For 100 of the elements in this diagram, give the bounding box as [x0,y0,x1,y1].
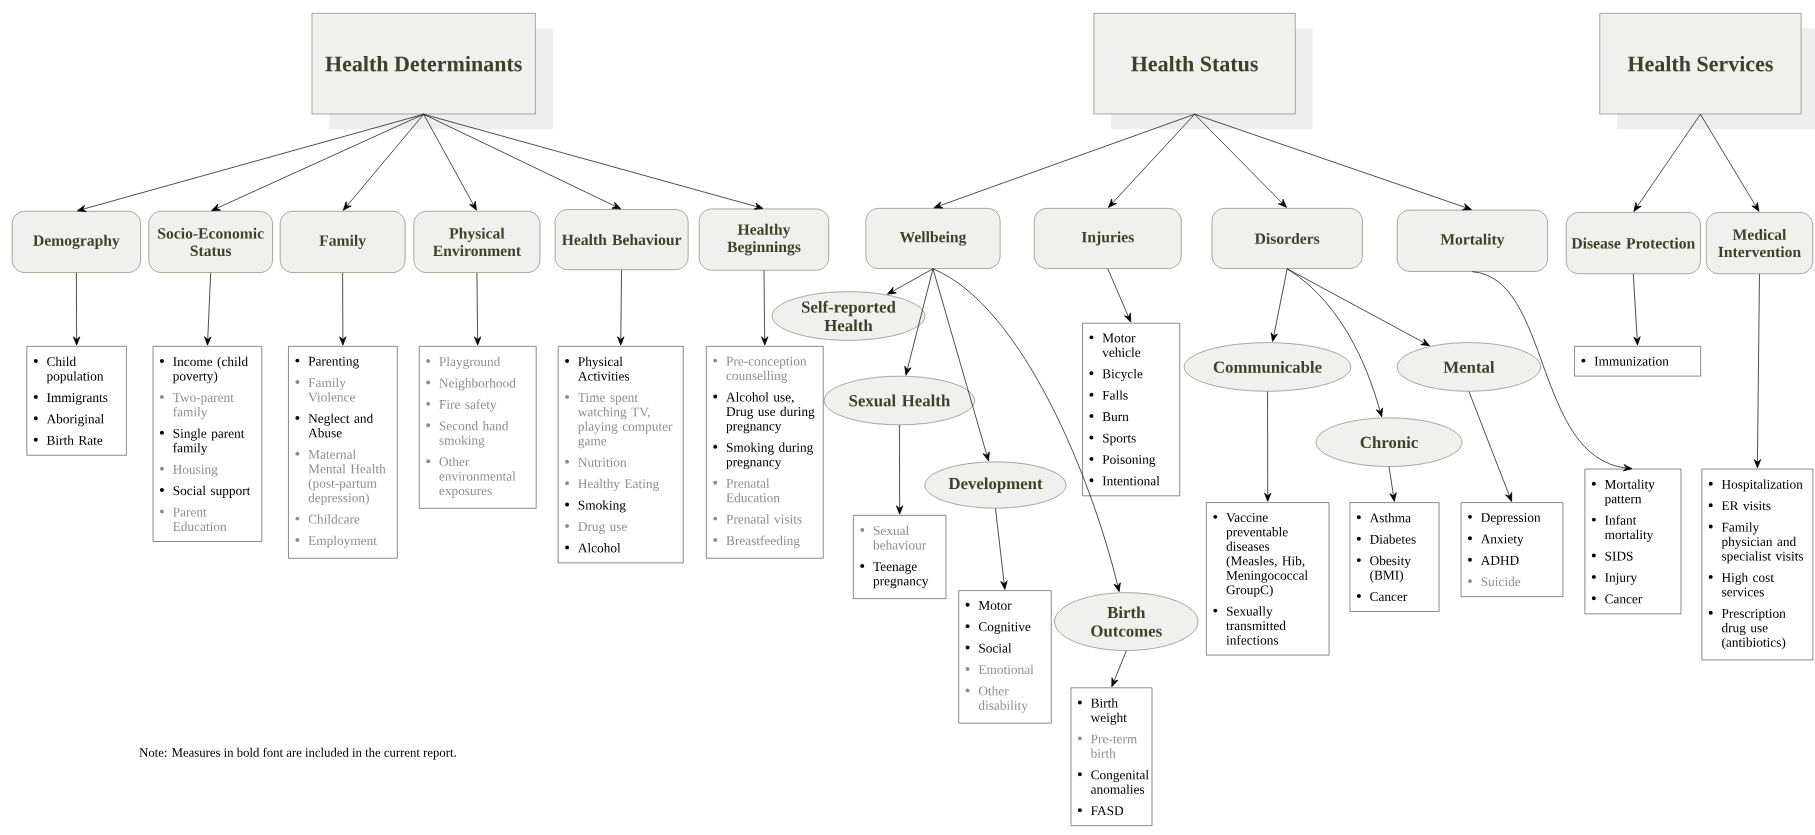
category-box: Physical Environment [413,211,541,274]
arrow [423,114,622,210]
arrow [1633,114,1701,212]
list-item: Childcare [295,514,360,524]
arrow [1111,650,1127,688]
arrow [76,114,424,213]
list-item: Neighborhood [426,378,516,391]
list-item: Breastfeeding [713,535,800,549]
list-box [1460,502,1564,598]
list-item: Healthy Eating [565,479,659,492]
arrow [932,268,1121,593]
list-item: Intentional [1089,476,1160,486]
list-item: Pre-term birth [1077,734,1137,759]
title-box: Health Status [1093,13,1313,130]
list-box [557,346,684,564]
category-box: Medical Intervention [1706,212,1813,275]
list-box [958,590,1052,724]
arrow [1632,273,1641,346]
list-item: Fire safety [426,399,497,412]
list-item: Employment [295,535,377,549]
arrow [1194,114,1287,208]
list-box [419,346,537,509]
arrow [211,114,424,212]
list-item: Emotional [965,664,1034,675]
category-box: Healthy Beginnings [698,208,830,271]
list-item: Cognitive [965,622,1031,635]
arrow [474,272,482,346]
arrow [423,114,477,211]
list-item: Sports [1089,433,1136,446]
arrow [933,114,1195,209]
list-box [1070,687,1153,827]
arrow [1388,466,1397,502]
list-item: Prescription drug use (antibiotics) [1708,609,1786,650]
list-item: Teenage pregnancy [860,562,929,589]
arrow [1108,114,1195,208]
list-box [853,515,947,600]
list-item: Cancer [1356,592,1408,602]
category-box: Socio-Economic Status [148,211,273,274]
title-box: Health Determinants [311,13,553,130]
list-item: Housing [159,465,218,477]
arrow [1286,268,1430,347]
category-box: Demography [11,211,141,274]
list-item: Other environmental exposures [426,457,516,499]
list-item: Physical Activities [565,356,630,381]
list-item: Drug use [565,522,627,534]
list-item: Other disability [965,686,1028,713]
list-box [26,346,127,456]
list-item: Smoking [565,500,626,513]
arrow [1753,273,1762,469]
list-box [1082,323,1180,497]
arrow [887,268,934,295]
arrow [423,114,764,210]
list-item: Single parent family [159,428,245,456]
arrow [1264,391,1272,502]
list-item: Income (child poverty) [159,356,248,384]
list-box [1584,469,1682,615]
arrow [342,114,424,211]
list-item: Alcohol use, Drug use during pregnancy [713,392,815,434]
list-item: Vaccine preventable diseases (Measles, Hib, Meningococcal GroupC) [1213,513,1308,598]
list-item: Motor [965,601,1012,611]
list-item: Playground [426,356,501,370]
category-box: Mortality [1396,210,1548,272]
list-item: Family physician and specialist visits [1708,522,1804,564]
list-item: Pre-conception counselling [713,356,807,384]
list-item: Aboriginal [33,414,104,427]
list-item: Obesity (BMI) [1356,556,1411,583]
list-item: Cancer [1591,594,1643,604]
arrow [339,272,347,346]
list-item: Hospitalization [1708,479,1803,492]
arrow [1468,391,1512,503]
arrow [617,269,625,346]
list-item: Neglect and Abuse [295,413,374,438]
list-item: Anxiety [1468,534,1524,547]
list-item: Second hand smoking [426,421,509,448]
list-item: SIDS [1591,551,1633,561]
list-box [288,346,398,559]
list-item: Social support [159,486,251,499]
list-box [706,346,824,559]
list-box [1349,502,1440,612]
list-box [1701,469,1814,661]
arrow [995,508,1008,590]
arrow [1270,268,1288,343]
list-item: Parenting [295,356,359,369]
list-item: Bicycle [1089,369,1143,382]
list-item: Child population [33,356,104,384]
list-item: Prenatal visits [713,514,802,524]
list-item: Diabetes [1356,534,1416,544]
list-item: Congenital anomalies [1077,770,1149,795]
arrow [932,268,990,462]
list-item: Asthma [1356,513,1411,523]
category-box: Family [279,211,406,274]
list-item: Alcohol [565,543,621,553]
category-box: Health Behaviour [554,209,689,271]
list-item: Sexual behaviour [860,525,927,550]
list-item: ADHD [1468,556,1519,565]
arrow [1700,114,1760,212]
list-box [152,346,263,542]
list-item: Social [965,643,1012,653]
list-item: Falls [1089,390,1128,400]
list-box [1206,502,1330,656]
